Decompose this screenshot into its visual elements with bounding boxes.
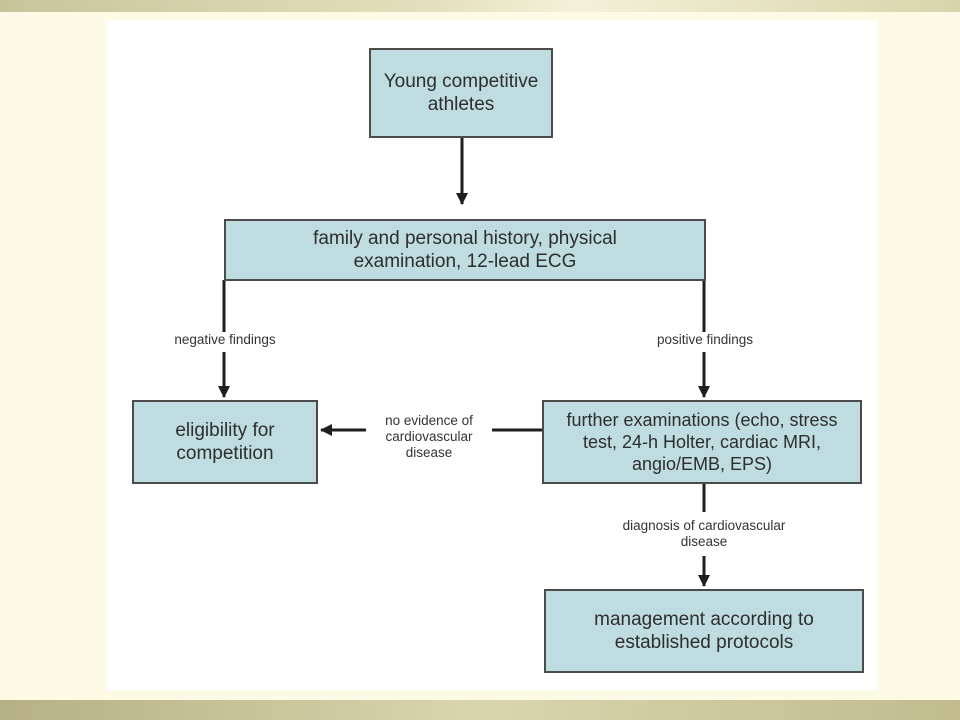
node-management: management according to established prot…: [544, 589, 864, 673]
top-decorative-band: [0, 0, 960, 12]
edge-label-no-evidence: no evidence of cardiovascular disease: [366, 413, 492, 461]
edge-label-diagnosis: diagnosis of cardiovascular disease: [619, 518, 789, 550]
node-further-examinations-text: further examinations (echo, stress test,…: [566, 410, 838, 474]
node-eligibility-text: eligibility for competition: [175, 420, 275, 464]
node-screening: family and personal history, physical ex…: [224, 219, 706, 281]
node-further-examinations: further examinations (echo, stress test,…: [542, 400, 862, 484]
node-eligibility: eligibility for competition: [132, 400, 318, 484]
node-screening-text: family and personal history, physical ex…: [313, 228, 617, 272]
node-management-text: management according to established prot…: [594, 609, 814, 653]
edge-label-negative-findings: negative findings: [150, 332, 300, 348]
node-young-athletes-text: Young competitive athletes: [383, 71, 539, 115]
bottom-decorative-band: [0, 700, 960, 720]
node-young-athletes: Young competitive athletes: [369, 48, 553, 138]
edge-label-positive-findings: positive findings: [630, 332, 780, 348]
